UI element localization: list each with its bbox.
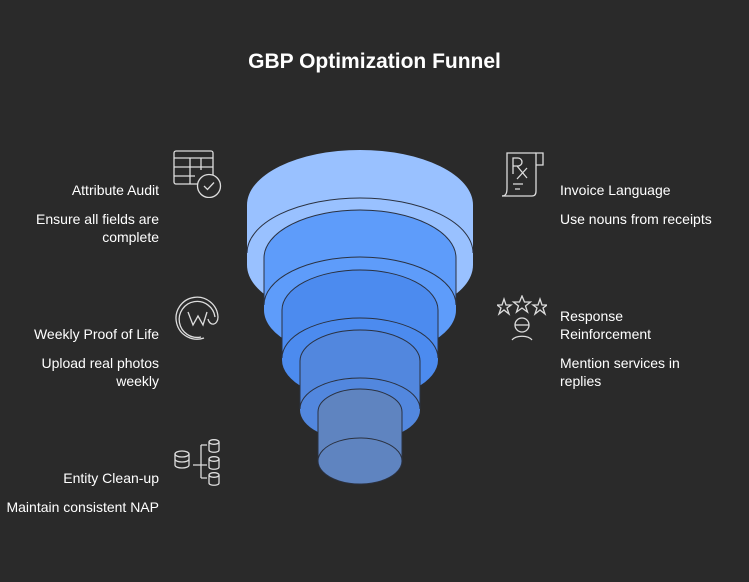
item-heading: Invoice Language <box>560 182 671 198</box>
tier-ring-edge <box>281 317 439 359</box>
tier-ring-edge <box>317 437 403 485</box>
tier-ring-edge <box>299 377 421 410</box>
item-weekly-proof: Weekly Proof of Life Upload real photos … <box>0 325 159 390</box>
tier-outline <box>299 329 421 409</box>
table-check-icon <box>173 150 223 198</box>
tier-outline <box>281 269 439 358</box>
tier-outline <box>263 209 457 305</box>
item-entity-cleanup: Entity Clean-up Maintain consistent NAP <box>0 469 159 516</box>
item-attribute-audit: Attribute Audit Ensure all fields are co… <box>0 181 159 246</box>
item-heading: Attribute Audit <box>71 182 159 198</box>
at-w-icon <box>175 293 221 341</box>
tier-body <box>318 389 402 484</box>
item-description: Mention services in replies <box>560 355 680 389</box>
item-description: Use nouns from receipts <box>560 211 712 227</box>
funnel-tier-entity-cleanup <box>317 388 403 485</box>
stars-person-icon <box>497 295 547 343</box>
diagram-title: GBP Optimization Funnel <box>248 50 501 73</box>
tier-ring-edge <box>246 197 474 254</box>
item-description: Maintain consistent NAP <box>6 499 159 515</box>
tier-outline <box>317 388 403 461</box>
prescription-receipt-icon <box>500 150 546 198</box>
item-description: Ensure all fields are complete <box>36 211 159 245</box>
tier-ring-edge <box>263 256 457 306</box>
item-heading: Entity Clean-up <box>63 470 159 486</box>
item-heading: Weekly Proof of Life <box>33 326 159 342</box>
item-response-reinforcement: Response Reinforcement Mention services … <box>560 307 710 390</box>
item-heading: Response Reinforcement <box>560 308 652 342</box>
database-tree-icon <box>173 437 223 487</box>
item-description: Upload real photos weekly <box>41 355 159 389</box>
item-invoice-language: Invoice Language Use nouns from receipts <box>560 181 740 228</box>
